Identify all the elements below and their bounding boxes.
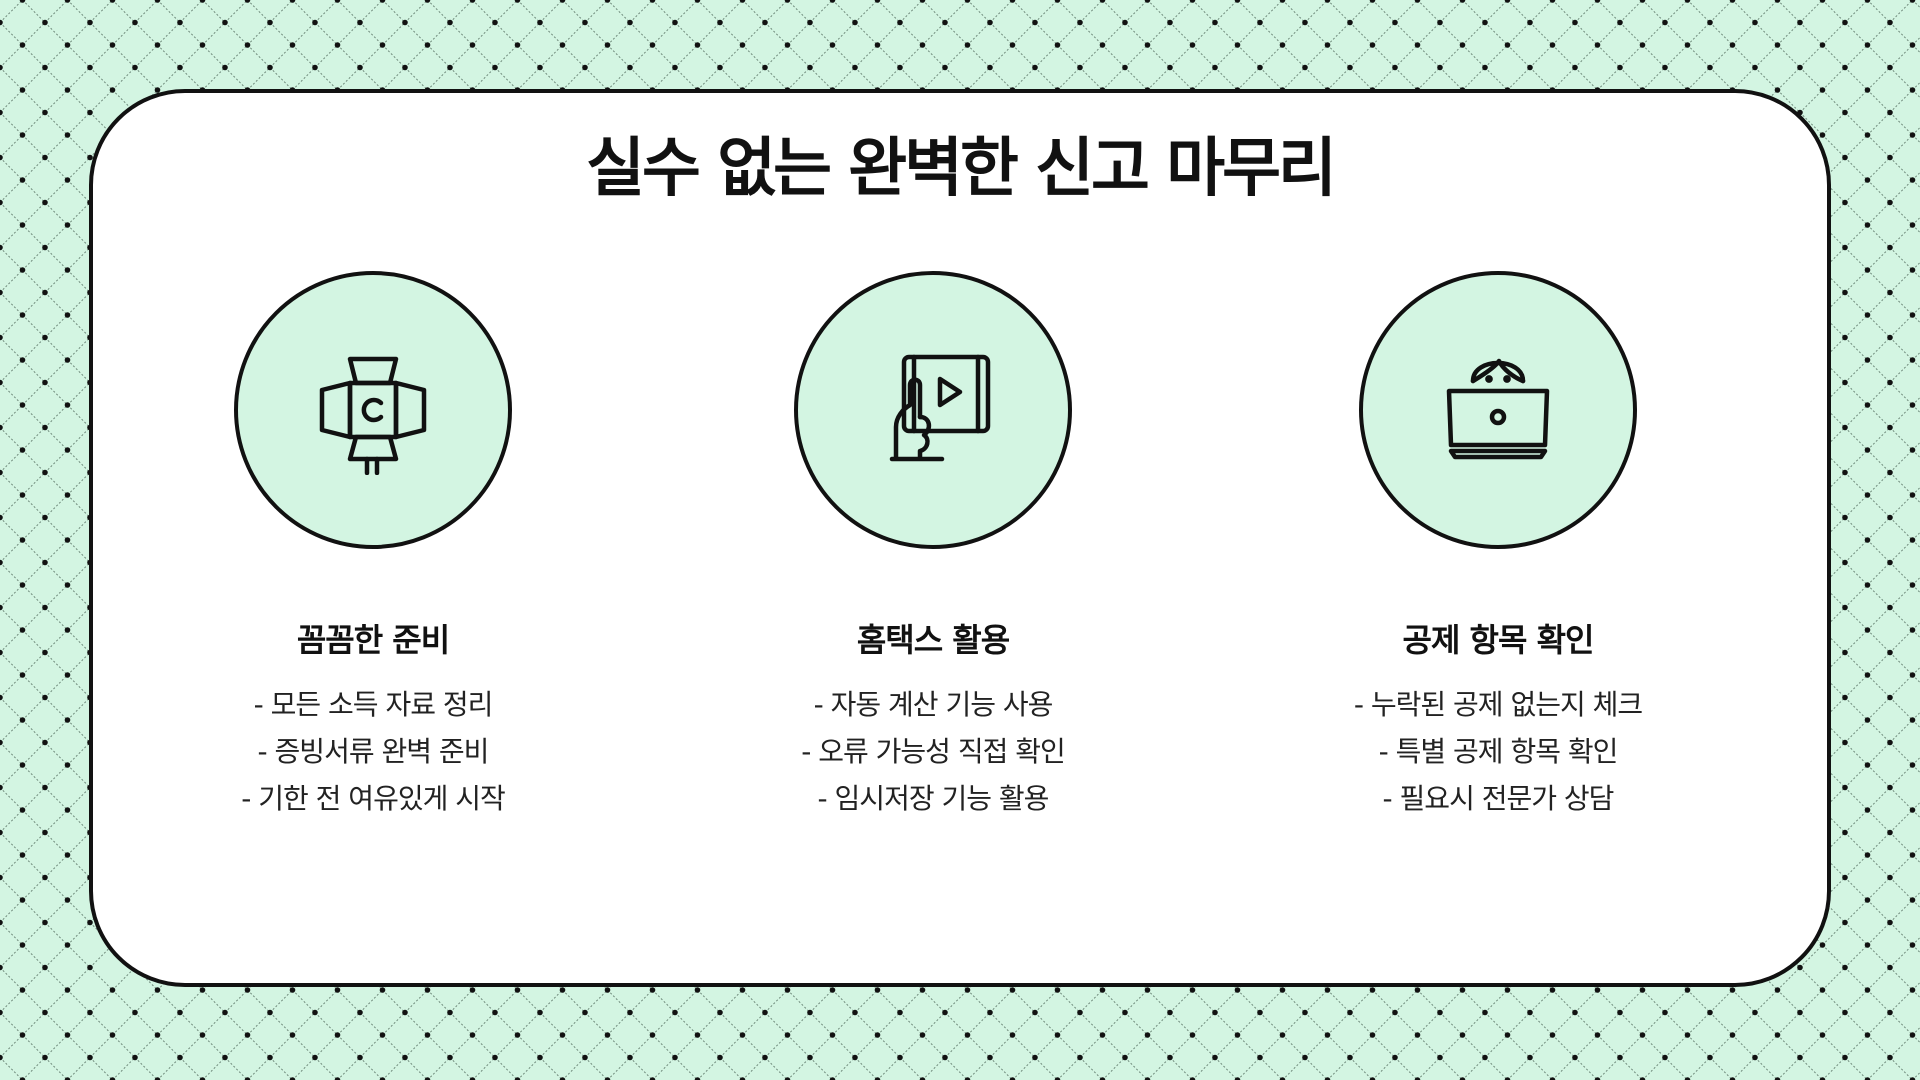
icon-circle [794,271,1072,549]
person-laptop-icon [1446,358,1550,460]
studio-light-icon [319,356,427,475]
feature-deductions: 공제 항목 확인 - 누락된 공제 없는지 체크 - 특별 공제 항목 확인 -… [1218,271,1778,822]
list-item: - 필요시 전문가 상담 [1382,782,1615,816]
list-item: - 증빙서류 완벽 준비 [257,735,490,769]
tablet-video-icon [889,354,991,462]
icon-circle [234,271,512,549]
icon-circle [1359,271,1637,549]
slide-title: 실수 없는 완벽한 신고 마무리 [586,132,1337,206]
list-item: - 누락된 공제 없는지 체크 [1353,688,1643,722]
feature-list: - 모든 소득 자료 정리 - 증빙서류 완벽 준비 - 기한 전 여유있게 시… [93,681,653,822]
feature-hometax: 홈택스 활용 - 자동 계산 기능 사용 - 오류 가능성 직접 확인 - 임시… [653,271,1213,822]
list-item: - 임시저장 기능 활용 [817,782,1050,816]
list-item: - 모든 소득 자료 정리 [253,688,494,722]
list-item: - 오류 가능성 직접 확인 [801,735,1066,769]
feature-title: 꼼꼼한 준비 [296,621,450,659]
feature-list: - 누락된 공제 없는지 체크 - 특별 공제 항목 확인 - 필요시 전문가 … [1218,681,1778,822]
list-item: - 특별 공제 항목 확인 [1378,735,1619,769]
feature-title: 홈택스 활용 [856,621,1010,659]
feature-preparation: 꼼꼼한 준비 - 모든 소득 자료 정리 - 증빙서류 완벽 준비 - 기한 전… [93,271,653,822]
content-card: 실수 없는 완벽한 신고 마무리 꼼꼼한 준비 - 모든 소득 자료 정리 - … [89,89,1831,987]
feature-list: - 자동 계산 기능 사용 - 오류 가능성 직접 확인 - 임시저장 기능 활… [653,681,1213,822]
list-item: - 기한 전 여유있게 시작 [241,782,506,816]
feature-title: 공제 항목 확인 [1402,621,1595,659]
list-item: - 자동 계산 기능 사용 [813,688,1054,722]
